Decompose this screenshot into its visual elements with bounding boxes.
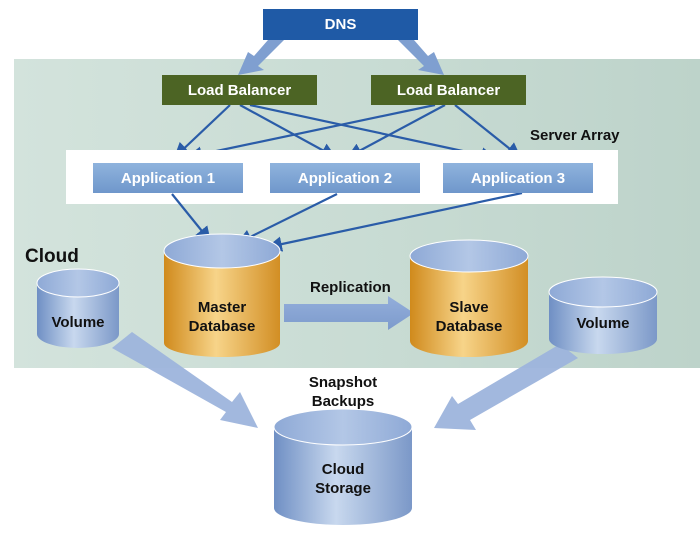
cloud-storage-line1: Cloud	[321, 461, 365, 478]
app-to-master-arrows	[171, 191, 523, 252]
snapshot-backups-label: Snapshot Backups	[290, 373, 396, 411]
master-database-line2: Database	[188, 318, 256, 335]
volume-left-label: Volume	[51, 314, 105, 331]
slave-database-line2: Database	[435, 318, 503, 335]
master-database-cylinder	[163, 233, 281, 357]
load-balancer-1: Load Balancer	[162, 75, 317, 105]
cloud-storage-line2: Storage	[315, 480, 371, 497]
application-2-label: Application 2	[297, 169, 393, 187]
dns-box: DNS	[263, 9, 418, 40]
application-1-label: Application 1	[120, 169, 216, 187]
load-balancer-2: Load Balancer	[371, 75, 526, 105]
cloud-storage-cylinder	[273, 408, 413, 525]
master-database-label: Master Database	[164, 298, 280, 336]
slave-database-cylinder	[409, 239, 529, 357]
cloud-label: Cloud	[25, 246, 79, 267]
server-array-label: Server Array	[530, 127, 620, 144]
replication-arrow	[284, 296, 414, 330]
snapshot-line2: Backups	[311, 393, 375, 410]
volume-to-storage-arrow-left	[112, 332, 258, 428]
application-2: Application 2	[270, 163, 420, 193]
dns-to-lb1-arrow	[238, 40, 284, 75]
application-1: Application 1	[93, 163, 243, 193]
volume-left-cylinder	[36, 268, 120, 348]
slave-database-label: Slave Database	[410, 298, 528, 336]
load-balancer-1-label: Load Balancer	[187, 81, 292, 99]
dns-to-lb2-arrow	[398, 40, 444, 75]
volume-right-cylinder	[548, 276, 658, 354]
application-3-label: Application 3	[470, 169, 566, 187]
master-database-line1: Master	[197, 299, 247, 316]
replication-label: Replication	[310, 279, 391, 296]
cloud-storage-label: Cloud Storage	[274, 460, 412, 498]
volume-right-label: Volume	[576, 315, 630, 332]
snapshot-line1: Snapshot	[308, 374, 378, 391]
slave-database-line1: Slave	[449, 299, 489, 316]
load-balancer-2-label: Load Balancer	[396, 81, 501, 99]
dns-label: DNS	[324, 16, 357, 33]
lb-to-app-arrows	[173, 103, 522, 163]
application-3: Application 3	[443, 163, 593, 193]
volume-to-storage-arrow-right	[434, 344, 578, 430]
